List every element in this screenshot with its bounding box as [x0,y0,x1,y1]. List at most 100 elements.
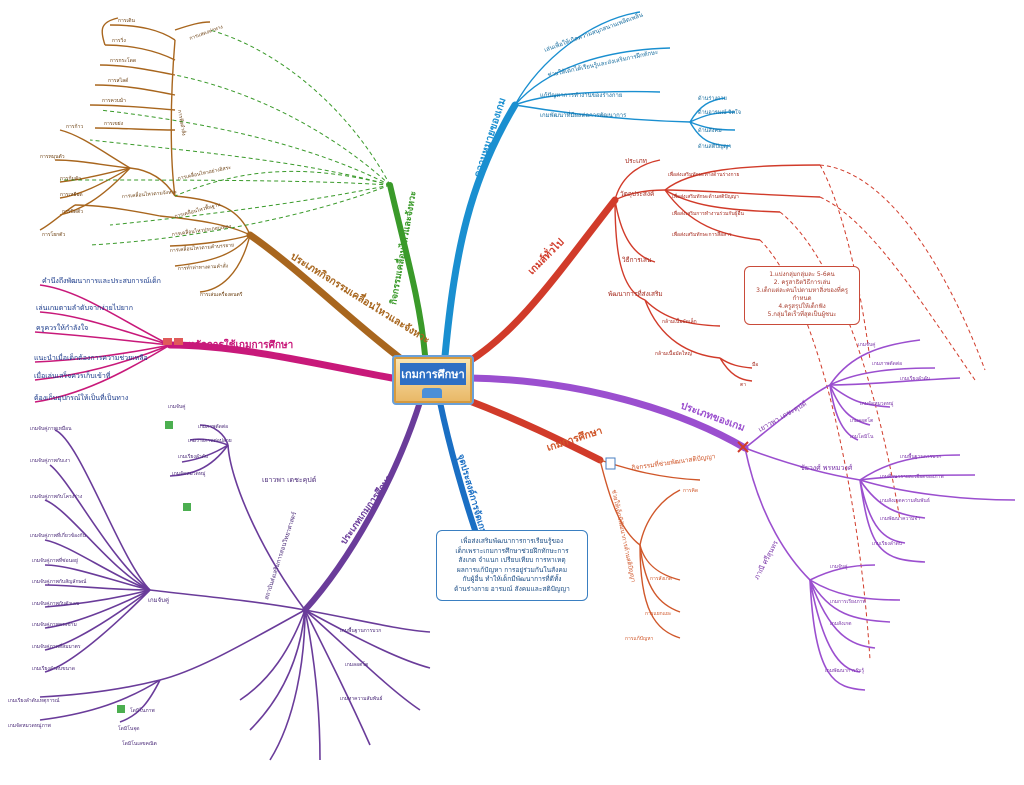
activities-item: การเคลื่อนไหวพื้นฐาน [173,199,222,220]
edtypes-item: เกมจับคู่ภาพเหมือน [30,425,72,432]
edtypes-item: เกมจับคู่ภาพกับตัวเลข [32,601,79,607]
types-subgroup: ชัยวงศ์ พรหมวงศ์ [800,464,853,472]
branch-principles-label: หลักการใช้เกมการศึกษา [188,338,293,351]
general-item: มือ [752,361,758,368]
edtypes-item: เกมลอตโต [345,661,368,668]
branch-principles-line [166,341,396,382]
center-title: เกมการศึกษา [400,363,466,385]
edtypes-item: เกมจับคู่ภาพตรงข้าม [32,621,77,628]
types-item: เกมพัฒนาความจำ [880,516,920,522]
edtypes-item: เกมจับคู่ภาพที่เกี่ยวข้องกัน [30,532,87,539]
edtypes-item: เกมจับคู่ภาพกับโครงร่าง [30,493,83,500]
education-item: การแก้ปัญหา [625,635,654,642]
note-line: กับผู้อื่น ทำให้เด็กมีพัฒนาการที่ดีทั้ง [462,575,562,584]
edtypes-item: เกมจับคู่ภาพกับเงา [30,458,70,464]
edtypes-item: เกมจับคู่ภาพที่ซ่อนอยู่ [32,557,78,564]
edtypes-item: เกมเรียงลำดับเหตุการณ์ [8,697,60,704]
note-line: ผลการแก้ปัญหา การอยู่ร่วมกันในสังคม [456,565,568,574]
branch-education-line [458,394,604,464]
activities-item: การฟังคำสั่ง [176,109,188,137]
main-branches [166,101,749,613]
meaning-item: เล่นเพื่อให้เกิดความสนุกสนานเพลิดเพลิน [543,11,644,54]
activities-item: การเคลื่อนไหวอย่างอิสระ [177,164,232,182]
general-item: เพื่อส่งเสริมการทำงานร่วมกับผู้อื่น [672,210,744,217]
meaning-subbranches [514,11,736,147]
cross-icon [737,441,749,453]
note-line: 1.แบ่งกลุ่มกลุ่มละ 5-6คน [769,271,835,278]
note-icon [605,457,616,470]
meaning-sub: ด้านร่างกาย [698,95,727,102]
types-item: เกมจับคู่ [830,564,847,570]
activities-item: การก้าว [66,123,83,130]
general-group: วิธีการเล่น [622,256,652,264]
types-item: เกมลอตโต [850,417,873,424]
edtypes-item: เกมจับคู่ภาพที่สมมาตร [32,643,81,650]
branch-edtypes-line [302,399,423,613]
activities-item: การสไลด์ [108,77,128,84]
activities-item: การเคลื่อนไหวประกอบเพลง [171,223,232,238]
edtypes-item: เกมจัดหมวดหมู่ [172,471,205,477]
meaning-item: ช่วยให้เด็กได้เรียนรู้และส่งเสริมการฝึกท… [547,47,659,79]
note-line: 2. ครูสาธิตวิธีการเล่น [773,279,831,287]
edtypes-subbranches [39,424,431,761]
purpose-note: เพื่อส่งเสริมพัฒนาการการเรียนรู้ของ เด็ก… [436,530,588,602]
activities-item: การเล่นเครื่องดนตรี [200,291,243,298]
edtypes-item: เกมหาความสัมพันธ์ [340,695,383,702]
general-group: วัตถุประสงค์ [620,190,654,198]
meaning-sub: ด้านสติปัญญา [698,143,731,150]
branch-rhythm-line [387,182,428,358]
note-line: สังเกต จำแนก เปรียบเทียบ การหาเหตุ [458,556,566,565]
principles-item: คำนึงถึงพัฒนาการและประสบการณ์เด็ก [42,276,161,285]
principles-item: เมื่อเล่นเสร็จควรเก็บเข้าที่ [34,371,111,380]
activities-subbranches [39,17,251,293]
activities-item: การเหยียด [60,191,83,198]
edtypes-subgroup: เกมจับคู่ [148,597,169,604]
branch-activities-line [246,231,404,362]
principles-item: ต้องเก็บอุปกรณ์ให้เป็นที่เป็นทาง [34,393,128,402]
activities-item: การบิดตัว [62,208,83,215]
activities-item: การเคลื่อนไหวตามจังหวะ [122,188,178,200]
meaning-item: เกมพัฒนาที่มีผลต่อการพัฒนาการ [540,111,627,119]
general-group: พัฒนาการที่ส่งเสริม [608,289,663,298]
general-item: เพื่อส่งเสริมทักษะทางด้านร่างกาย [668,171,739,178]
education-item: การคิด [683,487,698,494]
edtypes-item: โดมิโนจุด [118,725,140,732]
types-subbranches [744,339,1016,691]
general-method-note: 1.แบ่งกลุ่มกลุ่มละ 5-6คน 2. ครูสาธิตวิธี… [744,266,860,325]
types-item: เกมการเรียงภาพ [830,598,866,605]
edtypes-subgroup: สถาบันส่งเสริมการสอนวิทยาศาสตร์ [262,510,298,601]
principles-subbranches [34,284,171,403]
branch-edtypes-label: ประเภทเกมการศึกษา [338,473,394,547]
note-line: เด็กเพราะเกมการศึกษาช่วยฝึกทักษะการ [455,546,569,555]
activities-item: การเดิน [118,17,135,24]
note-line: ด้านร่างกาย อารมณ์ สังคมและสติปัญญา [454,584,570,593]
meaning-sub: ด้านอารมณ์ จิตใจ [698,109,741,116]
education-item: การแยกแยะ [645,611,672,617]
types-item: เกมเรียงลำดับ [872,540,902,547]
principles-item: ครูควรให้กำลังใจ [36,323,88,332]
edtypes-item: เกมภาพตัดต่อ [198,424,228,430]
branch-meaning-label: ความหมายของเกม [472,97,508,179]
general-item: เพื่อส่งเสริมทักษะการสื่อสาร [672,231,732,238]
activities-item: การวิ่ง [112,37,126,44]
principles-item: แนะนำเมื่อเด็กต้องการความช่วยเหลือ [34,353,148,362]
rhythm-dashed-links [59,29,391,246]
general-item: กล้ามเนื้อมัดเล็ก [662,316,697,325]
branch-types-line [466,374,749,452]
general-item: เพื่อส่งเสริมทักษะด้านสติปัญญา [672,193,739,200]
edtypes-item: เกมจัดหมวดหมู่ภาพ [8,723,51,729]
activities-item: การทำท่าทางตามคำสั่ง [178,262,229,272]
edtypes-item: เกมเรียงลำดับขนาด [32,665,75,672]
types-item: เกมเรียงลำดับ [900,375,930,382]
center-node: เกมการศึกษา [392,355,474,405]
meaning-item: แก้ปัญหาการทำงานของร่างกาย [540,92,622,99]
types-subgroup: เยาวพา เดชะคุปต์ [757,399,808,433]
types-item: เกมภาพตัดต่อ [872,361,902,367]
edtypes-item: เกมวางภาพต่อปลาย [188,438,232,444]
education-item: กิจกรรมที่ช่วยพัฒนาสติปัญญา [631,451,716,472]
types-item: เกมพื้นฐานการบวก [900,451,941,460]
edtypes-item: เกมจับคู่ [168,404,185,410]
principles-item: เล่นเกมตามลำดับจากง่ายไปยาก [36,303,133,312]
types-item: เกมโดมิโน [850,433,874,440]
